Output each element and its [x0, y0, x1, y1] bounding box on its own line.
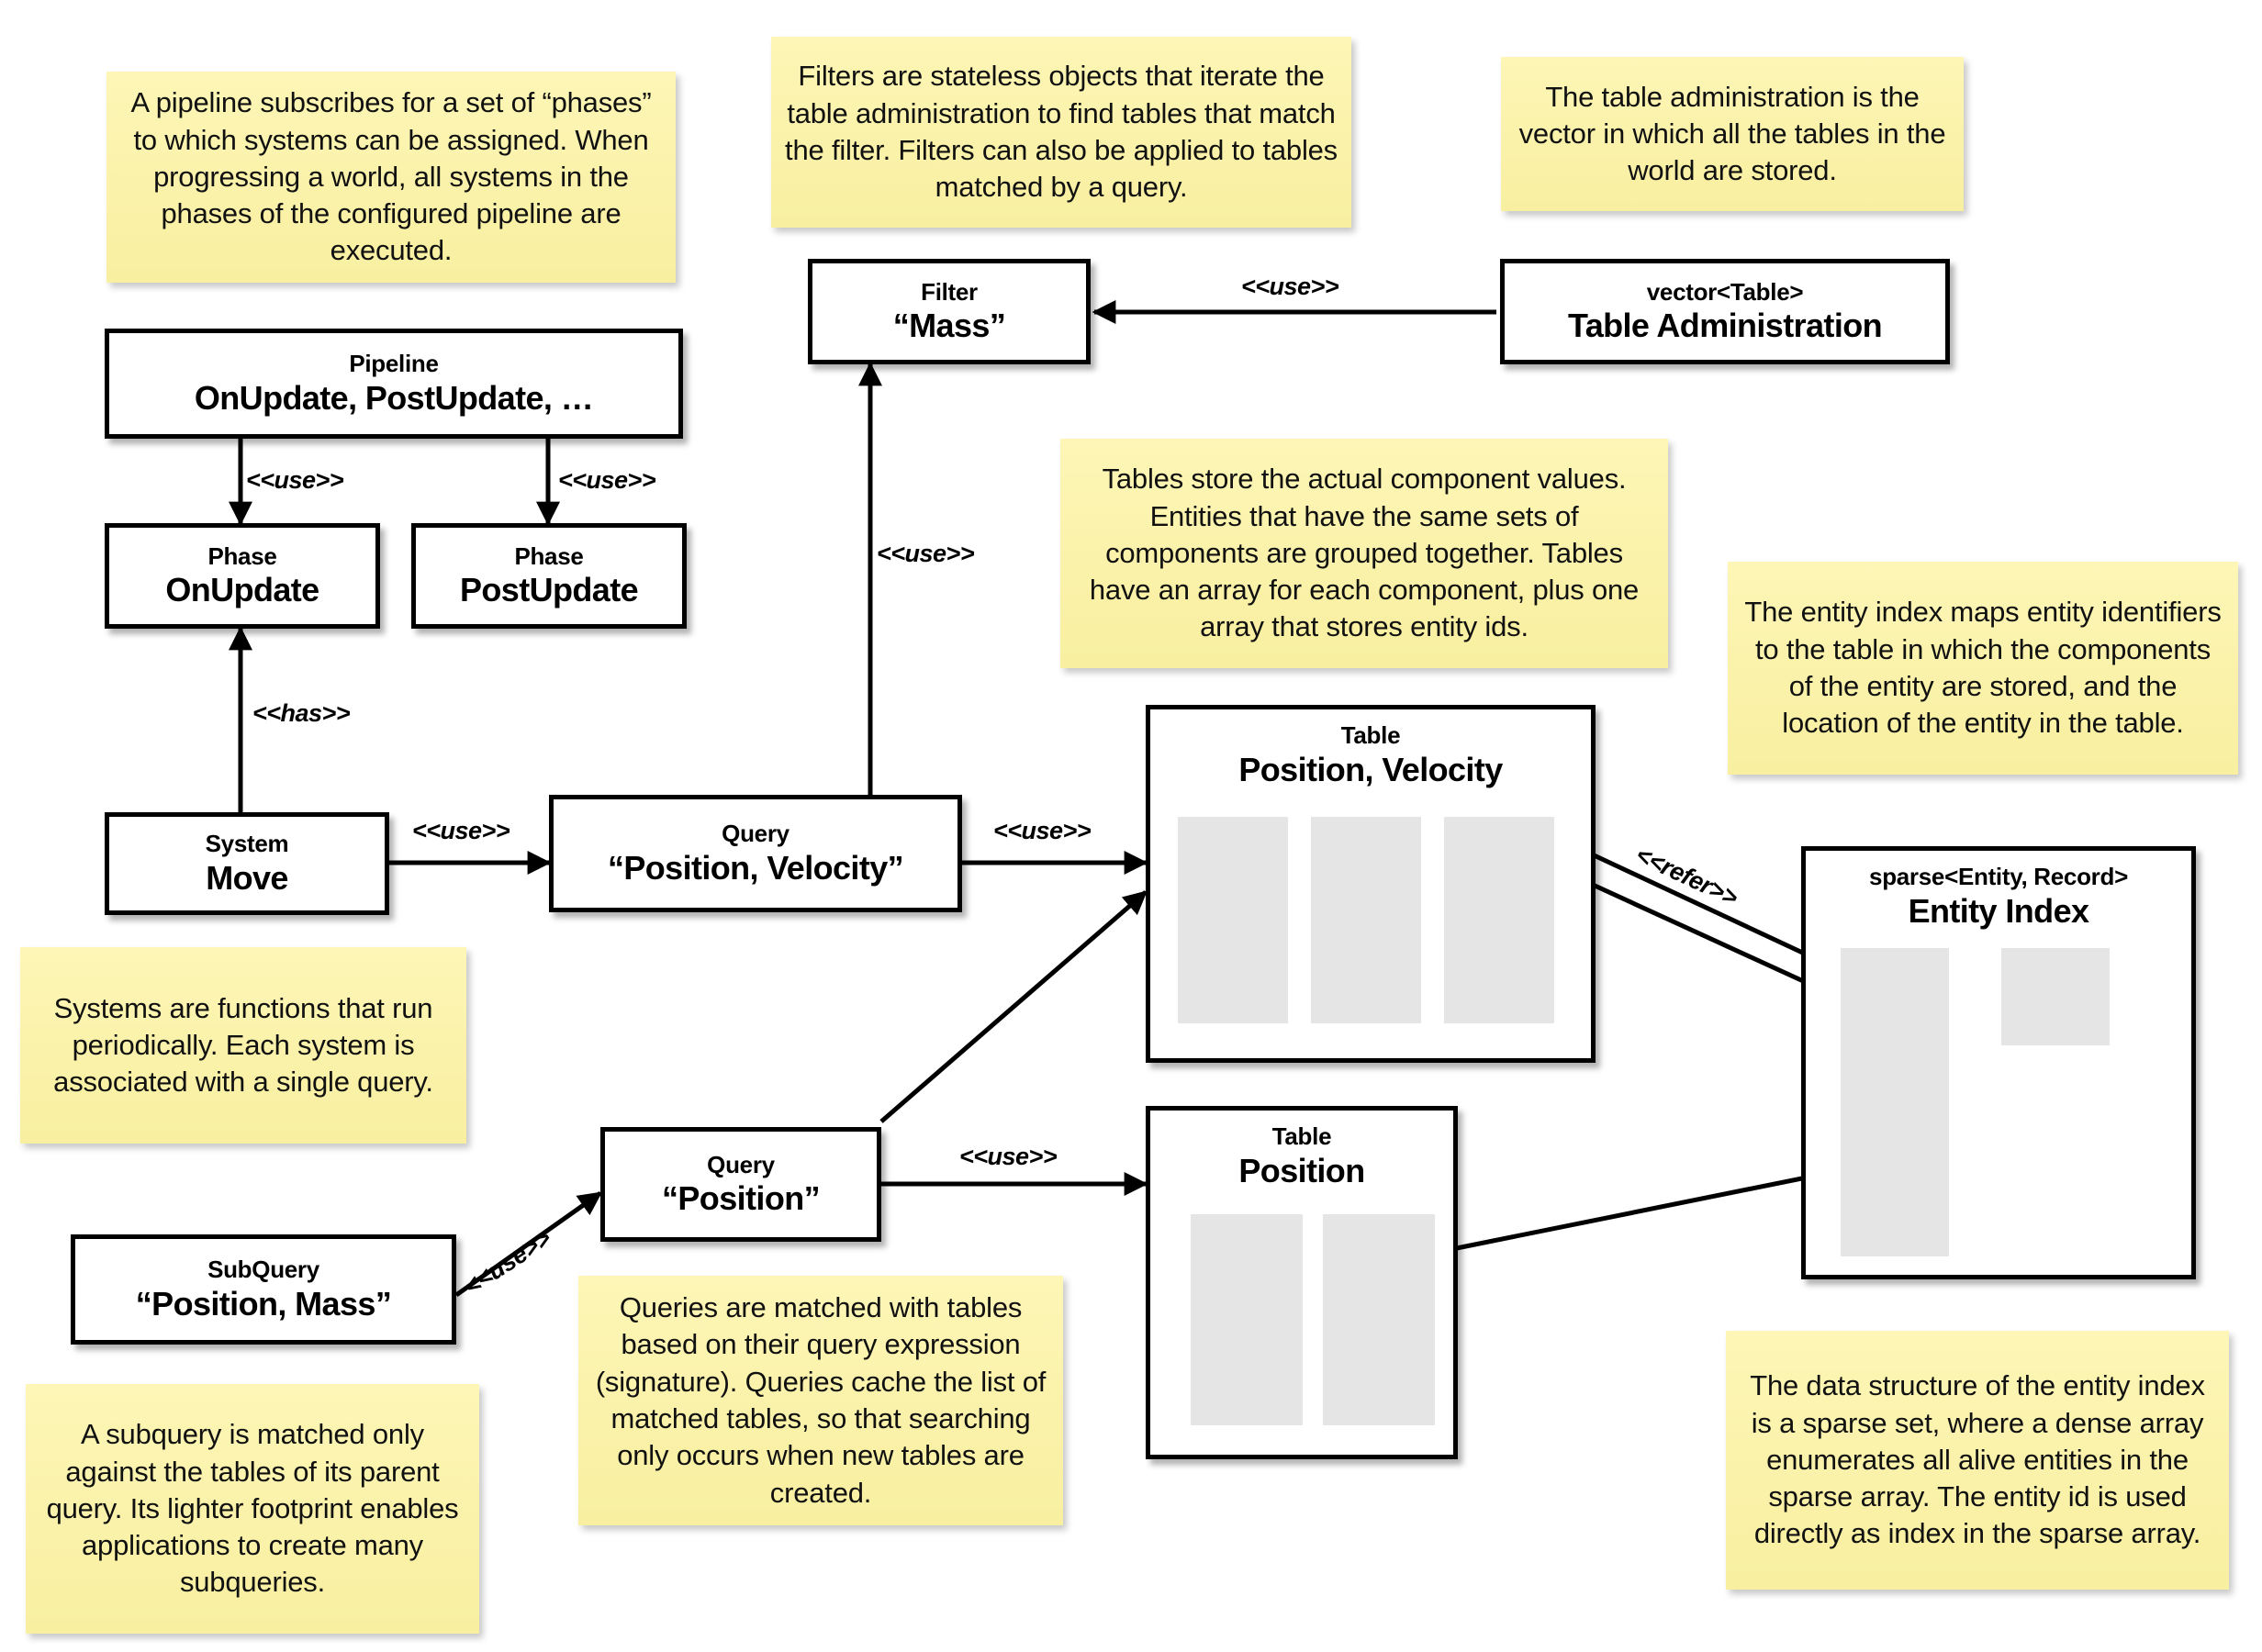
box-system-move-name: Move: [206, 858, 288, 897]
box-table-position-stereotype: Table: [1271, 1122, 1332, 1150]
box-filter-mass-name: “Mass”: [892, 307, 1006, 345]
box-query-position[interactable]: Query “Position”: [600, 1127, 881, 1242]
edge-label-subquery-to-query: <<use>>: [459, 1224, 556, 1301]
box-query-position-velocity[interactable]: Query “Position, Velocity”: [549, 795, 962, 912]
edge-label-tableadmin-to-filter: <<use>>: [1241, 273, 1339, 300]
box-entity-index-stereotype: sparse<Entity, Record>: [1869, 863, 2128, 890]
box-pipeline-stereotype: Pipeline: [349, 350, 439, 377]
note-queries: Queries are matched with tables based on…: [578, 1276, 1063, 1525]
box-phase-postupdate-name: PostUpdate: [459, 571, 639, 609]
note-pipeline: A pipeline subscribes for a set of “phas…: [106, 72, 676, 283]
box-query-position-name: “Position”: [662, 1179, 821, 1218]
edge-label-query-to-table: <<use>>: [993, 817, 1092, 844]
box-query-position-velocity-name: “Position, Velocity”: [607, 848, 904, 887]
box-table-position-velocity-name: Position, Velocity: [1238, 750, 1503, 788]
box-table-administration-stereotype: vector<Table>: [1646, 277, 1804, 306]
edge-label-query-to-filter: <<use>>: [877, 540, 975, 567]
box-system-move[interactable]: System Move: [105, 812, 389, 915]
note-sparse-set: The data structure of the entity index i…: [1726, 1331, 2229, 1590]
edge-label-queryposition-to-table: <<use>>: [959, 1143, 1058, 1170]
edge-label-pipeline-to-onupdate: <<use>>: [246, 466, 344, 494]
table-column-velocity: [1311, 817, 1421, 1023]
edge-label-pipeline-to-postupdate: <<use>>: [558, 466, 656, 494]
table-position-velocity-columns: [1178, 817, 1554, 1023]
box-table-administration-name: Table Administration: [1567, 307, 1883, 345]
edge-queryposition-to-table-pv: [879, 890, 1148, 1123]
note-table-administration: The table administration is the vector i…: [1501, 57, 1964, 211]
table-position-column-position: [1191, 1214, 1303, 1425]
note-tables: Tables store the actual component values…: [1060, 439, 1668, 668]
edge-label-entityindex-to-tables: <<refer>>: [1631, 841, 1742, 912]
box-subquery-position-mass[interactable]: SubQuery “Position, Mass”: [71, 1234, 456, 1345]
box-phase-postupdate[interactable]: Phase PostUpdate: [411, 523, 687, 629]
note-subquery: A subquery is matched only against the t…: [26, 1384, 479, 1634]
box-pipeline[interactable]: Pipeline OnUpdate, PostUpdate, …: [105, 329, 683, 439]
box-phase-postupdate-stereotype: Phase: [514, 541, 584, 570]
box-phase-onupdate[interactable]: Phase OnUpdate: [105, 523, 380, 629]
box-table-position-name: Position: [1238, 1151, 1365, 1189]
box-phase-onupdate-stereotype: Phase: [207, 541, 277, 570]
note-systems: Systems are functions that run periodica…: [20, 947, 466, 1144]
box-entity-index-name: Entity Index: [1908, 891, 2089, 930]
box-query-position-velocity-stereotype: Query: [722, 820, 789, 847]
table-column-entity-ids: [1444, 817, 1554, 1023]
table-column-position: [1178, 817, 1288, 1023]
table-position-column-entity-ids: [1323, 1214, 1435, 1425]
box-filter-mass-stereotype: Filter: [921, 277, 978, 306]
box-filter-mass[interactable]: Filter “Mass”: [808, 259, 1091, 364]
box-subquery-position-mass-stereotype: SubQuery: [207, 1256, 319, 1283]
note-entity-index: The entity index maps entity identifiers…: [1728, 562, 2238, 775]
box-query-position-stereotype: Query: [707, 1150, 775, 1178]
entity-index-dense-array: [2001, 948, 2110, 1045]
edge-label-system-to-onupdate: <<has>>: [252, 699, 351, 727]
box-table-position-velocity-stereotype: Table: [1340, 721, 1401, 749]
edge-label-system-to-query: <<use>>: [412, 817, 510, 844]
box-phase-onupdate-name: OnUpdate: [165, 571, 319, 609]
box-table-administration[interactable]: vector<Table> Table Administration: [1500, 259, 1950, 364]
table-position-columns: [1191, 1214, 1435, 1425]
box-system-move-stereotype: System: [205, 830, 289, 857]
box-subquery-position-mass-name: “Position, Mass”: [135, 1284, 392, 1323]
note-filters: Filters are stateless objects that itera…: [771, 37, 1351, 228]
box-pipeline-name: OnUpdate, PostUpdate, …: [194, 378, 594, 417]
entity-index-sparse-array: [1841, 948, 1949, 1256]
